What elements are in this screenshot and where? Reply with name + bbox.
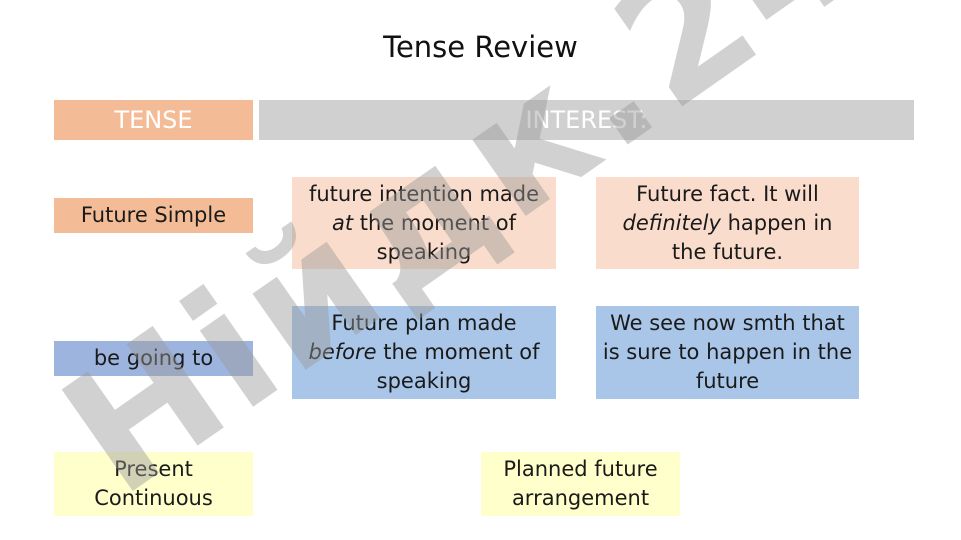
future-simple-label: Future Simple bbox=[54, 198, 253, 233]
be-going-to-meaning-1: Future plan made before the moment of sp… bbox=[292, 306, 556, 399]
future-simple-meaning-2-post: happen in the future. bbox=[671, 210, 833, 264]
future-simple-label-text: Future Simple bbox=[80, 203, 227, 227]
future-simple-meaning-2-em: definitely bbox=[622, 210, 721, 235]
be-going-to-meaning-2: We see now smth that is sure to happen i… bbox=[596, 306, 859, 399]
be-going-to-meaning-2-text: We see now smth that is sure to happen i… bbox=[602, 311, 853, 393]
slide-title: Tense Review bbox=[383, 30, 578, 64]
future-simple-meaning-1-em: at bbox=[331, 210, 354, 235]
present-continuous-label-text: Present Continuous bbox=[94, 457, 213, 510]
tense-header: TENSE bbox=[54, 100, 253, 140]
be-going-to-meaning-1-post: the moment of speaking bbox=[376, 340, 540, 393]
future-simple-meaning-1-post: the moment of speaking bbox=[353, 210, 517, 264]
interest-header: INTEREST: bbox=[259, 100, 914, 140]
present-continuous-label: Present Continuous bbox=[54, 452, 253, 516]
present-continuous-meaning-1: Planned future arrangement bbox=[481, 452, 680, 516]
be-going-to-meaning-1-em: before bbox=[308, 340, 377, 364]
be-going-to-label: be going to bbox=[54, 341, 253, 376]
future-simple-meaning-1-pre: future intention made bbox=[308, 181, 540, 206]
be-going-to-label-text: be going to bbox=[93, 346, 214, 370]
future-simple-meaning-2: Future fact. It will definitely happen i… bbox=[596, 177, 859, 269]
future-simple-meaning-2-pre: Future fact. It will bbox=[636, 181, 819, 206]
present-continuous-meaning-1-text: Planned future arrangement bbox=[503, 457, 658, 510]
future-simple-meaning-1: future intention made at the moment of s… bbox=[292, 177, 556, 269]
be-going-to-meaning-1-pre: Future plan made bbox=[331, 311, 517, 335]
interest-header-label: INTEREST: bbox=[525, 106, 648, 134]
tense-header-label: TENSE bbox=[114, 106, 193, 134]
